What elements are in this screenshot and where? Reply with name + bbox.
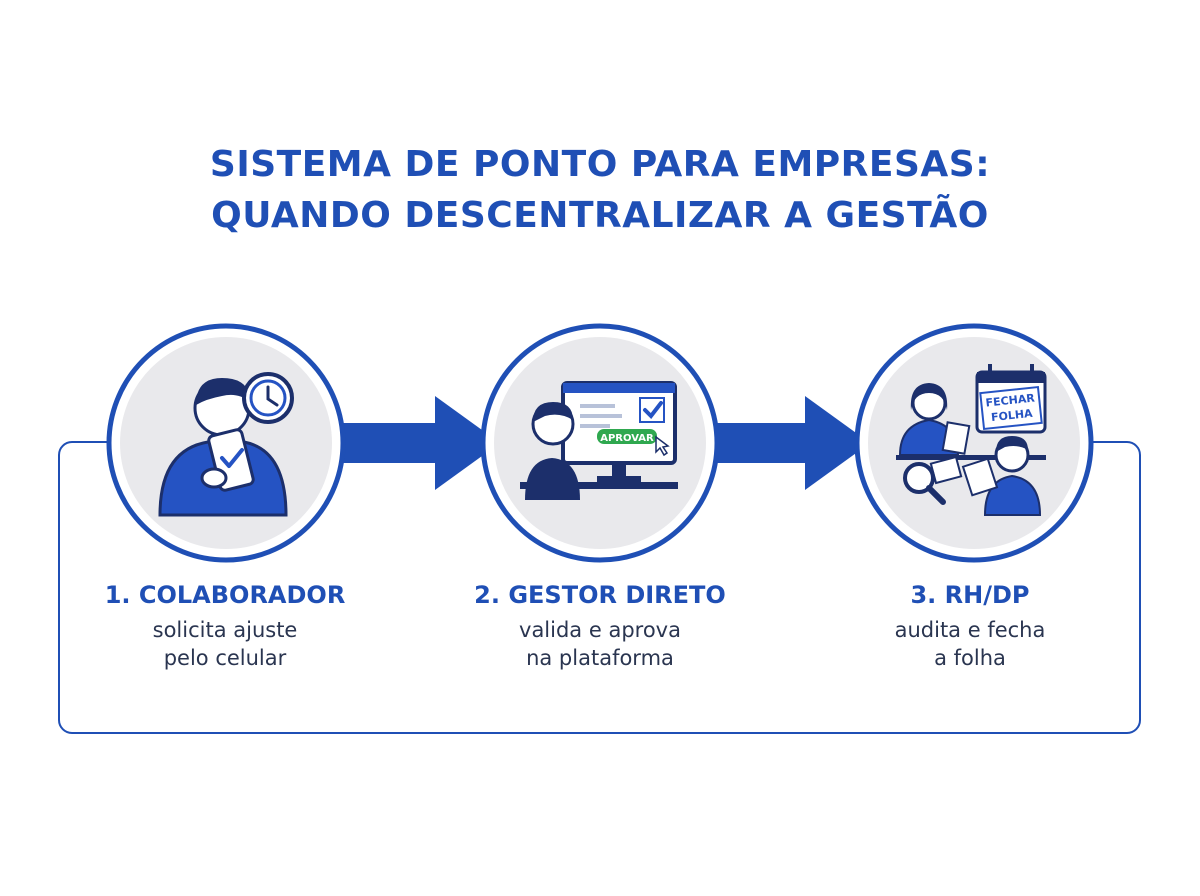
step-3-desc-line-2: a folha [934, 646, 1006, 670]
page-title-line-1: SISTEMA DE PONTO PARA EMPRESAS: [209, 144, 991, 185]
arrow-2-to-3 [710, 396, 870, 490]
step-2: 2. GESTOR DIRETO valida e aprova na plat… [440, 580, 760, 672]
step-2-illustration: APROVAR [480, 323, 720, 563]
step-2-desc-line-2: na plataforma [526, 646, 674, 670]
step-2-description: valida e aprova na plataforma [440, 616, 760, 672]
step-1-illustration [106, 323, 346, 563]
step-3-description: audita e fecha a folha [810, 616, 1130, 672]
step-3-illustration: FECHAR FOLHA [854, 323, 1094, 563]
clock-icon [242, 372, 294, 424]
step-3-desc-line-1: audita e fecha [894, 618, 1046, 642]
step-1-desc-line-1: solicita ajuste [152, 618, 298, 642]
step-2-title: 2. GESTOR DIRETO [474, 581, 726, 609]
calendar-icon: FECHAR FOLHA [975, 364, 1047, 434]
magnifier-icon [903, 462, 946, 505]
step-2-desc-line-1: valida e aprova [519, 618, 681, 642]
step-1: 1. COLABORADOR solicita ajuste pelo celu… [65, 580, 385, 672]
step-1-description: solicita ajuste pelo celular [65, 616, 385, 672]
approve-button-label: APROVAR [600, 433, 654, 444]
page-title-line-2: QUANDO DESCENTRALIZAR A GESTÃO [211, 195, 989, 236]
step-1-desc-line-2: pelo celular [163, 646, 287, 670]
calendar-label-line-1: FECHAR [985, 391, 1036, 409]
step-3-title: 3. RH/DP [910, 581, 1030, 609]
calendar-label-line-2: FOLHA [990, 407, 1033, 424]
step-3: 3. RH/DP audita e fecha a folha [810, 580, 1130, 672]
step-1-title: 1. COLABORADOR [104, 581, 346, 609]
cursor-icon [655, 435, 670, 457]
arrow-1-to-2 [335, 396, 500, 490]
approve-button-icon [597, 429, 657, 444]
